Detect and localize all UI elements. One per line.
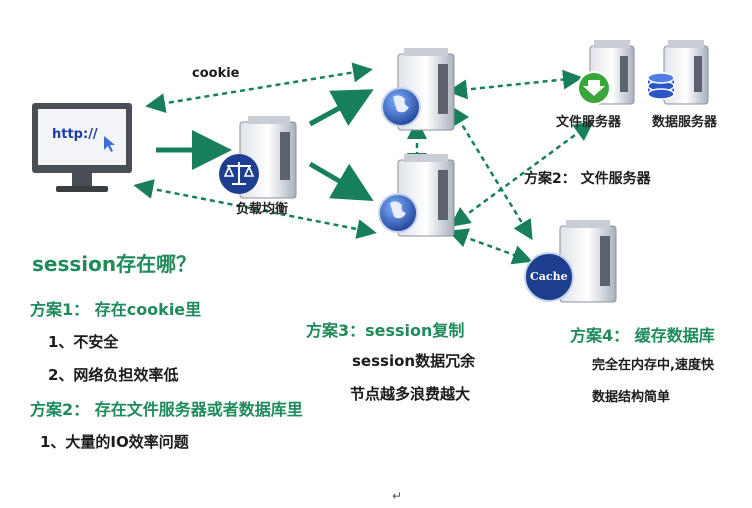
cursor-icon — [104, 136, 115, 152]
lb-to-server2-arrow — [308, 161, 374, 202]
cookie-edge-label: cookie — [192, 66, 240, 81]
web-server-1-icon — [381, 48, 455, 131]
server1-cache-link — [450, 105, 533, 241]
plan2-title: 方案2： 存在文件服务器或者数据库里 — [30, 400, 303, 419]
database-icon — [647, 72, 675, 100]
client-return-link — [133, 179, 377, 239]
plan1-item-2: 2、网络负担效率低 — [48, 366, 179, 384]
load-balancer-server-icon — [219, 116, 297, 199]
plan3-item-1: session数据冗余 — [352, 352, 476, 370]
load-balancer-label: 负载均衡 — [236, 202, 289, 217]
plan3-item-2: 节点越多浪费越大 — [350, 385, 471, 403]
section-heading: session存在哪？ — [32, 252, 197, 276]
server1-file-link — [447, 69, 583, 100]
cookie-link — [145, 62, 373, 114]
plan4-title: 方案4： 缓存数据库 — [570, 326, 715, 345]
db-server-label: 数据服务器 — [652, 115, 718, 130]
plan2-tag: 方案2： 文件服务器 — [524, 171, 651, 187]
plan1-item-1: 1、不安全 — [48, 333, 119, 351]
cache-server-icon — [524, 220, 617, 303]
plan4-item-2: 数据结构简单 — [592, 390, 671, 405]
file-server-icon — [577, 40, 635, 105]
file-server-label: 文件服务器 — [556, 115, 622, 130]
download-icon — [583, 80, 605, 96]
cache-badge: Cache — [530, 270, 568, 283]
plan2-item-1: 1、大量的IO效率问题 — [40, 433, 189, 451]
web-server-2-icon — [378, 154, 455, 237]
lb-to-server1-arrow — [308, 89, 374, 127]
plan4-item-1: 完全在内存中,速度快 — [592, 358, 714, 373]
paragraph-mark: ↵ — [392, 489, 403, 503]
server2-cache-link — [447, 228, 533, 265]
plan1-title: 方案1： 存在cookie里 — [30, 300, 202, 319]
browser-url-text: http:// — [52, 127, 98, 142]
db-server-icon — [647, 40, 709, 105]
plan3-title: 方案3：session复制 — [306, 321, 465, 340]
client-monitor-icon — [32, 103, 132, 192]
